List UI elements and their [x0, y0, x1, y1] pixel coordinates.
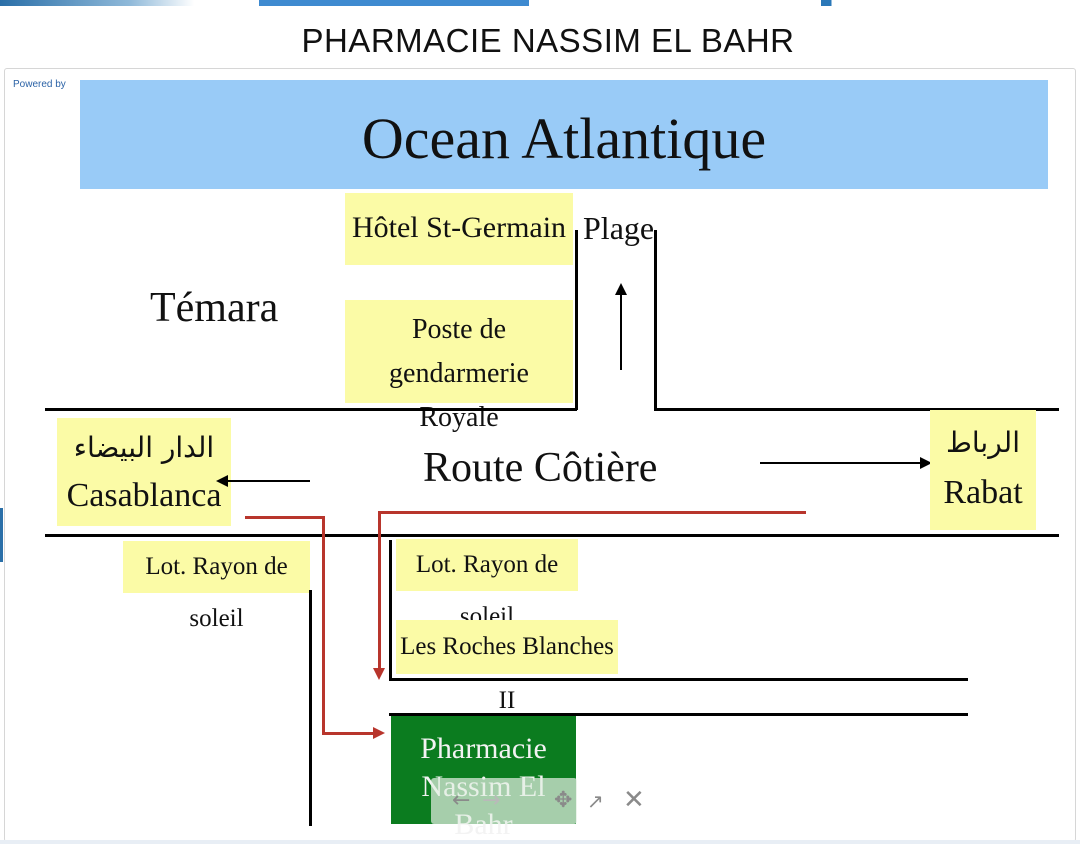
gendarmerie-box: Poste de gendarmerie Royale — [345, 300, 573, 433]
gendarmerie-label-line2: Royale — [419, 402, 499, 433]
left-edge-mark — [0, 508, 3, 562]
route-arrow-right-vertical — [378, 511, 381, 669]
route-cotiere-bottom-edge — [45, 534, 1059, 537]
rabat-arabic-label: الرباط — [946, 426, 1020, 459]
rabat-box: الرباط Rabat — [930, 410, 1036, 530]
route-arrow-left-horizontal — [245, 516, 325, 519]
left-side-road — [309, 590, 312, 826]
lot-rayon-right-box: Lot. Rayon de soleil — [396, 539, 578, 630]
rabat-label: Rabat — [943, 474, 1023, 511]
page-title: PHARMACIE NASSIM EL BAHR — [301, 22, 795, 59]
plage-arrow-head — [615, 283, 627, 295]
temara-label: Témara — [150, 285, 279, 331]
route-arrow-left-head — [373, 727, 385, 739]
plage-road-right-edge — [654, 230, 657, 410]
inner-street-line-2 — [389, 713, 968, 716]
route-arrow-right-head — [373, 668, 385, 680]
hotel-st-germain-box: Hôtel St-Germain — [345, 193, 573, 265]
casablanca-arrow-shaft — [228, 480, 310, 482]
lot-rayon-left-box: Lot. Rayon de soleil — [123, 541, 310, 632]
roches-blanches-label: Les Roches Blanches II — [400, 633, 614, 714]
roches-blanches-box: Les Roches Blanches II — [396, 620, 618, 714]
plage-arrow-shaft — [620, 295, 622, 370]
route-arrow-left-vertical — [322, 516, 325, 734]
arrow-left-icon[interactable]: ← — [452, 788, 471, 813]
route-cotiere-top-edge-right — [654, 408, 1059, 411]
route-cotiere-label: Route Côtière — [423, 445, 658, 491]
pharmacy-label-line1: Pharmacie — [420, 732, 547, 765]
browser-top-strip — [0, 0, 1080, 6]
inner-road-left-edge — [389, 540, 392, 680]
route-arrow-right-horizontal — [378, 511, 806, 514]
casablanca-box: الدار البيضاء Casablanca — [57, 418, 231, 526]
plage-road-left-edge — [575, 230, 578, 410]
inner-street-line-1 — [389, 678, 968, 681]
route-arrow-left-bottom — [322, 732, 374, 735]
lot-rayon-left-label: Lot. Rayon de soleil — [145, 553, 288, 632]
ocean-label: Ocean Atlantique — [80, 80, 1048, 189]
casablanca-arrow-head — [216, 475, 228, 487]
viewer-toolbar — [431, 778, 577, 824]
move-icon[interactable]: ✥ — [554, 788, 573, 813]
gendarmerie-label-line1: Poste de gendarmerie — [389, 314, 529, 389]
hotel-st-germain-label: Hôtel St-Germain — [351, 211, 567, 244]
plage-label: Plage — [583, 210, 655, 246]
casablanca-label: Casablanca — [66, 477, 222, 514]
rabat-arrow-shaft — [760, 462, 920, 464]
arrow-right-icon[interactable]: → — [482, 788, 501, 813]
casablanca-arabic-label: الدار البيضاء — [73, 431, 215, 464]
external-link-icon[interactable]: ↗ — [587, 789, 604, 813]
bottom-rule — [0, 840, 1080, 844]
rabat-arrow-head — [920, 457, 932, 469]
route-cotiere-top-edge-left — [45, 408, 577, 411]
powered-by-label: Powered by — [13, 79, 66, 90]
close-icon[interactable]: ✕ — [623, 785, 645, 815]
